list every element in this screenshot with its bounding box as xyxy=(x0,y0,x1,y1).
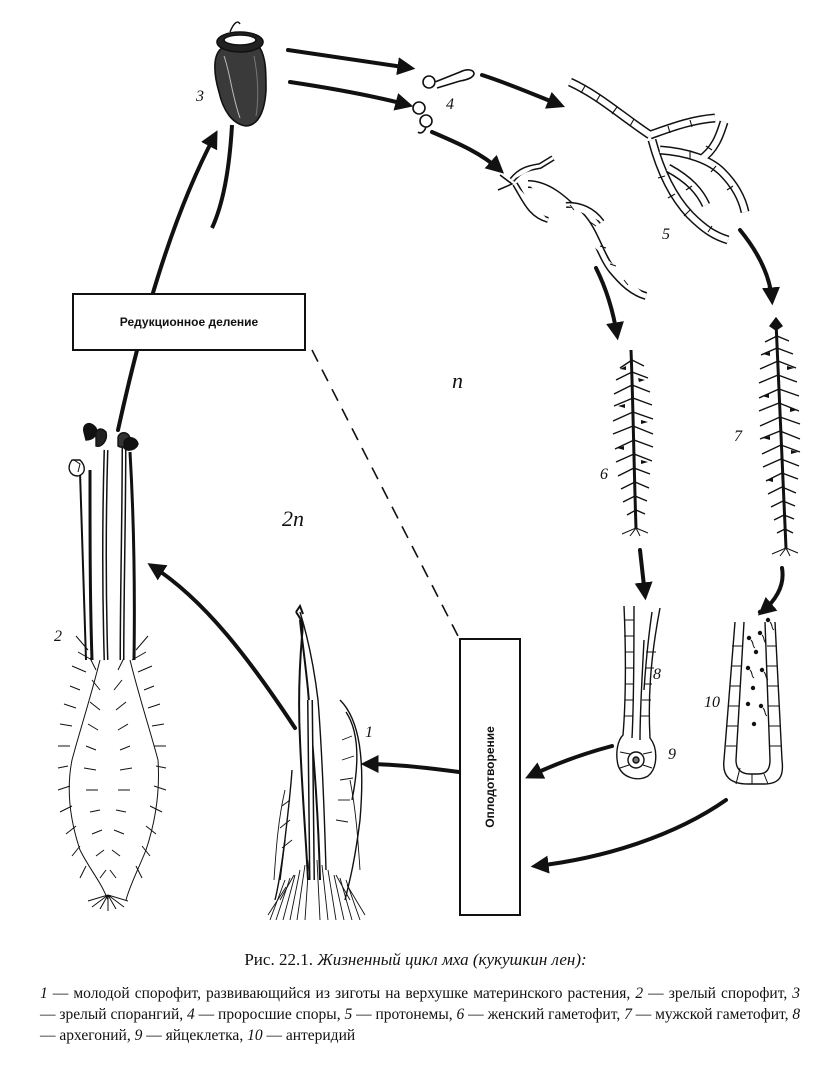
stage-number-4: 4 xyxy=(446,96,454,113)
stage-number-2: 2 xyxy=(54,628,62,645)
cycle-arrows xyxy=(116,48,785,874)
arrow-archegonium-to-fertilization xyxy=(525,744,614,779)
arrow-fertilization-to-1 xyxy=(360,755,461,774)
legend-item: 4 — проросшие споры, xyxy=(187,1006,345,1023)
germinating-spore-icon xyxy=(412,69,475,134)
fertilization-box: Оплодотворение xyxy=(459,638,521,916)
protonema-icon xyxy=(568,77,750,245)
figure-title: Жизненный цикл мха (кукушкин лен): xyxy=(317,950,587,969)
legend-item: 10 — антеридий xyxy=(247,1027,356,1044)
mature-sporophyte-icon xyxy=(57,422,167,911)
archegonium-icon xyxy=(616,605,661,780)
stage-number-10: 10 xyxy=(704,694,720,711)
arrow-4-to-5 xyxy=(480,73,566,109)
legend-item: 6 — женский гаметофит, xyxy=(456,1006,625,1023)
young-sporophyte-icon xyxy=(267,603,366,921)
stage-number-5: 5 xyxy=(662,226,670,243)
stage-number-3: 3 xyxy=(196,88,204,105)
reduction-division-box: Редукционное деление xyxy=(72,293,306,351)
fertilization-label: Оплодотворение xyxy=(483,726,497,828)
legend-item: 8 — архегоний, xyxy=(40,1006,801,1044)
figure-caption-title: Рис. 22.1. Жизненный цикл мха (кукушкин … xyxy=(0,950,831,970)
diagram-artwork xyxy=(57,21,801,921)
moss-capsule-icon xyxy=(210,21,267,229)
legend-item: 7 — мужской гаметофит, xyxy=(624,1006,793,1023)
legend-item: 3 — зрелый спорангий, xyxy=(40,985,801,1023)
legend-item: 9 — яйцеклетка, xyxy=(134,1027,248,1044)
arrow-7-to-10 xyxy=(757,566,785,616)
arrow-1-to-2 xyxy=(147,563,297,730)
legend-item: 1 — молодой спорофит, развивающийся из з… xyxy=(40,985,636,1002)
figure-label: Рис. 22.1. xyxy=(244,950,313,969)
arrow-4-to-protonema xyxy=(430,130,505,174)
arrow-2-to-3 xyxy=(116,130,218,432)
stage-number-8: 8 xyxy=(653,666,661,683)
female-gametophyte-icon xyxy=(612,349,654,537)
protonema-small-icon xyxy=(497,155,648,300)
arrow-antheridium-to-fertilization xyxy=(530,798,728,874)
legend-item: 5 — протонемы, xyxy=(344,1006,457,1023)
haploid-label: n xyxy=(452,368,463,393)
figure-legend: 1 — молодой спорофит, развивающийся из з… xyxy=(40,983,800,1046)
arrow-5-to-7 xyxy=(738,228,780,306)
diploid-haploid-divider xyxy=(311,349,460,639)
diploid-label: 2n xyxy=(282,506,304,531)
stage-number-6: 6 xyxy=(600,466,608,483)
arrow-3-to-4b xyxy=(288,80,414,111)
male-gametophyte-icon xyxy=(758,316,801,557)
legend-item: 2 — зрелый спорофит, xyxy=(635,985,793,1002)
stage-number-1: 1 xyxy=(365,724,373,741)
antheridium-icon xyxy=(723,609,784,785)
reduction-division-label: Редукционное деление xyxy=(119,315,259,329)
stage-number-9: 9 xyxy=(668,746,676,763)
arrow-3-to-4a xyxy=(286,48,416,76)
arrow-6-to-8 xyxy=(634,548,653,601)
arrow-to-6 xyxy=(594,266,624,341)
stage-number-7: 7 xyxy=(734,428,742,445)
